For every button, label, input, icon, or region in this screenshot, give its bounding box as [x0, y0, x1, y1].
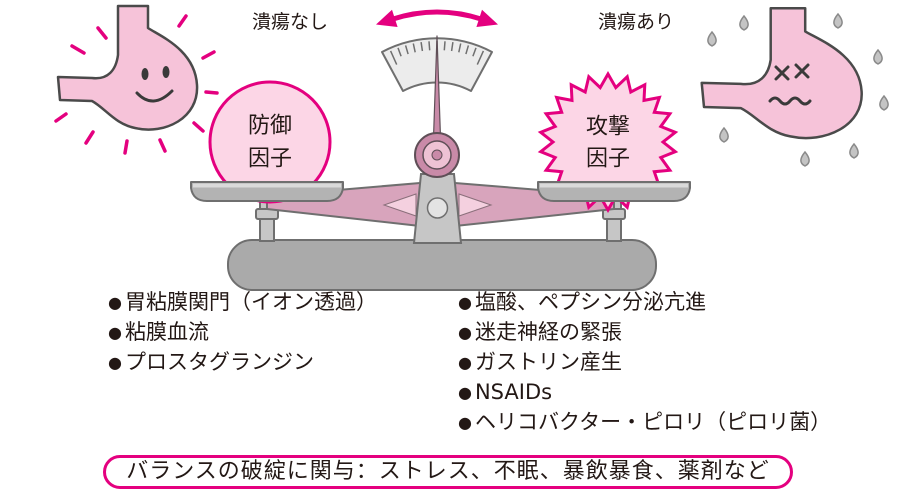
- attack-factor-text: ヘリコバクター・ピロリ（ピロリ菌）: [474, 410, 832, 434]
- arrow-head-right: [476, 9, 498, 28]
- ray: [84, 130, 95, 145]
- bullet: ●: [458, 383, 472, 402]
- balance-scale-icon: 防御 因子 攻撃 因子: [190, 35, 691, 291]
- bullet: ●: [458, 353, 472, 372]
- ray: [70, 44, 86, 55]
- sweat-drop: [833, 13, 843, 29]
- sweat-drop: [707, 31, 717, 47]
- pivot-core: [431, 149, 443, 161]
- scale-base: [227, 239, 657, 291]
- attack-factor-label-line1: 攻撃: [586, 115, 630, 140]
- list-item: ●ガストリン産生: [458, 347, 831, 377]
- center-stand: [412, 173, 463, 244]
- gauge-tick: [465, 45, 470, 55]
- double-arrow-icon: [376, 9, 498, 28]
- defense-factor-text: 粘膜血流: [124, 320, 209, 344]
- wavy-mouth: [768, 96, 812, 106]
- gauge-tick: [443, 41, 446, 51]
- bullet: ●: [108, 353, 122, 372]
- list-item: ●プロスタグランジン: [108, 347, 377, 377]
- beam-highlight-left: [382, 193, 417, 217]
- bullet: ●: [458, 323, 472, 342]
- left-x-eye: [774, 65, 790, 81]
- gauge-tick: [420, 41, 424, 52]
- ray: [201, 50, 216, 60]
- list-item: ●胃粘膜関門（イオン透過）: [108, 287, 377, 317]
- sad-stomach-icon: [700, 7, 889, 167]
- ray: [54, 112, 68, 123]
- right-eye: [162, 66, 170, 78]
- list-item: ●NSAIDs: [458, 377, 831, 407]
- no-ulcer-label: 潰瘍なし: [252, 11, 328, 33]
- defense-factor-label-line1: 防御: [248, 114, 292, 139]
- attack-factor-text: 迷走神経の緊張: [474, 320, 622, 344]
- eye-stroke: [794, 63, 810, 79]
- sweat-drop: [800, 151, 810, 167]
- sweat-drop: [879, 95, 889, 111]
- attack-factor-text: ガストリン産生: [474, 350, 622, 374]
- ray: [192, 121, 205, 133]
- ray: [177, 14, 188, 28]
- ray: [204, 90, 219, 95]
- gauge-tick: [412, 43, 416, 53]
- attack-factor-burst: [537, 70, 679, 214]
- sweat-drop: [873, 49, 883, 65]
- attack-factor-text: NSAIDs: [474, 380, 553, 404]
- sweat-drop: [739, 15, 749, 31]
- list-item: ●粘膜血流: [108, 317, 377, 347]
- beam-highlight-right: [458, 193, 493, 217]
- defense-factor-text: 胃粘膜関門（イオン透過）: [124, 290, 377, 314]
- shine-rays: [54, 14, 219, 155]
- sweat-drop: [849, 143, 859, 159]
- left-pan: [190, 181, 344, 202]
- left-eye: [141, 68, 149, 80]
- gauge-ticks: [389, 41, 485, 65]
- bullet: ●: [458, 293, 472, 312]
- defense-factor-weight: 防御 因子: [208, 80, 332, 204]
- list-item: ●迷走神経の緊張: [458, 317, 831, 347]
- gauge-tick: [404, 45, 409, 55]
- attack-factor-list: ●塩酸、ペプシン分泌亢進 ●迷走神経の緊張 ●ガストリン産生 ●NSAIDs ●…: [458, 287, 831, 437]
- gauge-tick: [472, 47, 477, 57]
- smile-mouth: [135, 89, 174, 103]
- list-item: ●ヘリコバクター・ピロリ（ピロリ菌）: [458, 407, 831, 437]
- pan-rim: [193, 183, 341, 188]
- attack-factor-text: 塩酸、ペプシン分泌亢進: [474, 290, 706, 314]
- bullet: ●: [108, 293, 122, 312]
- gauge-tick: [450, 41, 454, 52]
- ray: [158, 138, 167, 153]
- list-item: ●塩酸、ペプシン分泌亢進: [458, 287, 831, 317]
- gauge-tick: [458, 43, 462, 53]
- sweat-drop: [719, 127, 729, 143]
- bullet: ●: [458, 413, 472, 432]
- attack-factor-label-line2: 因子: [586, 147, 630, 172]
- ray: [123, 139, 129, 155]
- attack-factor-weight: 攻撃 因子: [537, 70, 679, 214]
- ray: [96, 26, 108, 40]
- happy-stomach-icon: [54, 4, 219, 155]
- right-x-eye: [794, 63, 810, 79]
- gauge-tick: [397, 47, 402, 57]
- gauge-tick: [389, 50, 398, 65]
- pivot: [414, 132, 460, 178]
- eye-stroke: [774, 65, 790, 81]
- defense-factor-label-line2: 因子: [248, 147, 292, 172]
- happy-stomach-body: [56, 4, 199, 131]
- note-text: バランスの破綻に関与：ストレス、不眠、暴飲暴食、薬剤など: [126, 459, 770, 484]
- defense-factor-text: プロスタグランジン: [124, 350, 314, 374]
- arrow-head-left: [376, 9, 398, 28]
- right-pan: [537, 181, 691, 202]
- defense-factor-list: ●胃粘膜関門（イオン透過） ●粘膜血流 ●プロスタグランジン: [108, 287, 377, 377]
- stand-joint: [426, 197, 449, 219]
- bullet: ●: [108, 323, 122, 342]
- balance-breakdown-note: バランスの破綻に関与：ストレス、不眠、暴飲暴食、薬剤など: [103, 455, 793, 489]
- gauge-tick: [428, 41, 431, 51]
- gauge-tick: [476, 50, 485, 65]
- pan-rim: [540, 183, 688, 188]
- ulcer-label: 潰瘍あり: [598, 11, 674, 33]
- arrow-shaft: [392, 9, 482, 22]
